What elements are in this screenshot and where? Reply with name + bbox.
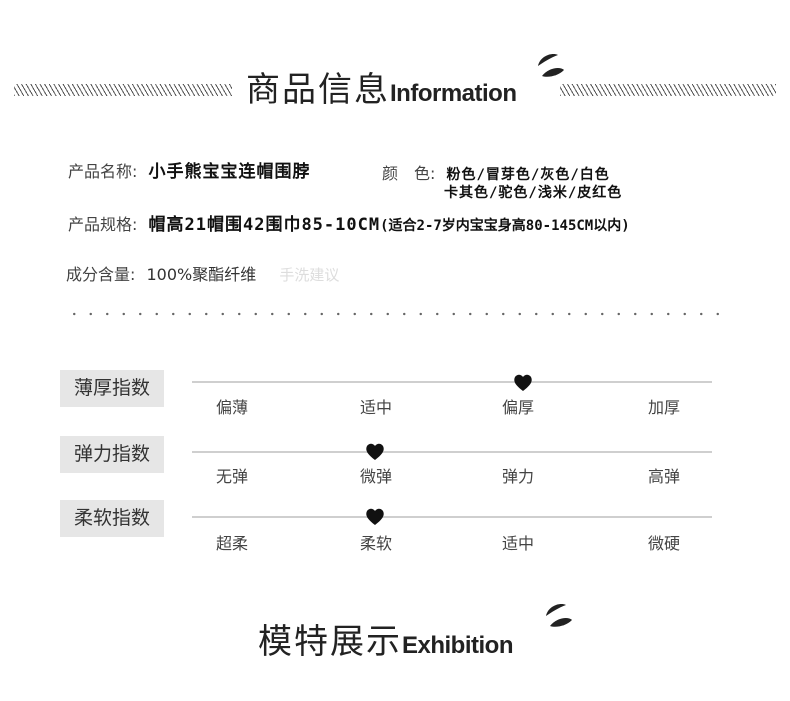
product-name-label: 产品名称: (68, 162, 138, 181)
thickness-option-4: 加厚 (647, 398, 680, 417)
product-spec-row: 产品规格: 帽高21帽围42围巾85-10CM(适合2-7岁内宝宝身高80-14… (68, 210, 630, 235)
information-title: 商品信息Information (246, 62, 517, 111)
elasticity-scale-line (192, 451, 712, 453)
thickness-scale-line (192, 381, 712, 383)
thickness-option-2: 适中 (359, 398, 392, 417)
color-value-line1: 粉色/冒芽色/灰色/白色 (446, 167, 610, 183)
exhibition-title-en: Exhibition (402, 632, 514, 659)
material-row: 成分含量: 100%聚酯纤维 手洗建议 (66, 261, 339, 285)
thickness-option-1: 偏薄 (215, 398, 248, 417)
softness-scale-line (192, 516, 712, 518)
product-name-row: 产品名称: 小手熊宝宝连帽围脖 (68, 157, 311, 182)
thickness-heart-icon (514, 374, 532, 391)
thickness-option-3: 偏厚 (501, 398, 534, 417)
leaf-icon (538, 54, 564, 77)
thickness-index-label: 薄厚指数 (60, 370, 164, 407)
elasticity-index-label: 弹力指数 (60, 436, 164, 473)
softness-index-label: 柔软指数 (60, 500, 164, 537)
product-spec-note: (适合2-7岁内宝宝身高80-145CM以内) (380, 218, 630, 234)
color-row: 颜 色: 粉色/冒芽色/灰色/白色 (382, 160, 610, 184)
softness-option-2: 柔软 (359, 534, 392, 553)
material-faded-text: 手洗建议 (279, 266, 340, 284)
decorative-hatch-left (14, 84, 232, 96)
exhibition-title-zh: 模特展示 (258, 622, 402, 662)
color-row-2: 卡其色/驼色/浅米/皮红色 (444, 182, 622, 202)
elasticity-option-4: 高弹 (647, 467, 680, 486)
exhibition-title: 模特展示Exhibition (258, 614, 514, 663)
product-name-value: 小手熊宝宝连帽围脖 (148, 162, 311, 182)
product-spec-label: 产品规格: (68, 215, 138, 234)
elasticity-option-2: 微弹 (359, 467, 392, 486)
softness-heart-icon (366, 508, 384, 525)
softness-option-1: 超柔 (215, 534, 248, 553)
leaf-icon-2 (546, 604, 572, 627)
elasticity-option-3: 弹力 (501, 467, 534, 486)
decorative-hatch-right (560, 84, 776, 96)
softness-option-4: 微硬 (647, 534, 680, 553)
material-label: 成分含量: (66, 265, 136, 284)
material-value: 100%聚酯纤维 (146, 265, 257, 284)
information-title-zh: 商品信息 (246, 70, 390, 110)
softness-option-3: 适中 (501, 534, 534, 553)
dotted-divider (66, 312, 726, 316)
color-label: 颜 色: (382, 164, 436, 183)
elasticity-option-1: 无弹 (215, 467, 248, 486)
product-spec-value: 帽高21帽围42围巾85-10CM (148, 215, 381, 235)
elasticity-heart-icon (366, 443, 384, 460)
information-title-en: Information (390, 80, 517, 107)
color-value-line2: 卡其色/驼色/浅米/皮红色 (444, 185, 623, 201)
